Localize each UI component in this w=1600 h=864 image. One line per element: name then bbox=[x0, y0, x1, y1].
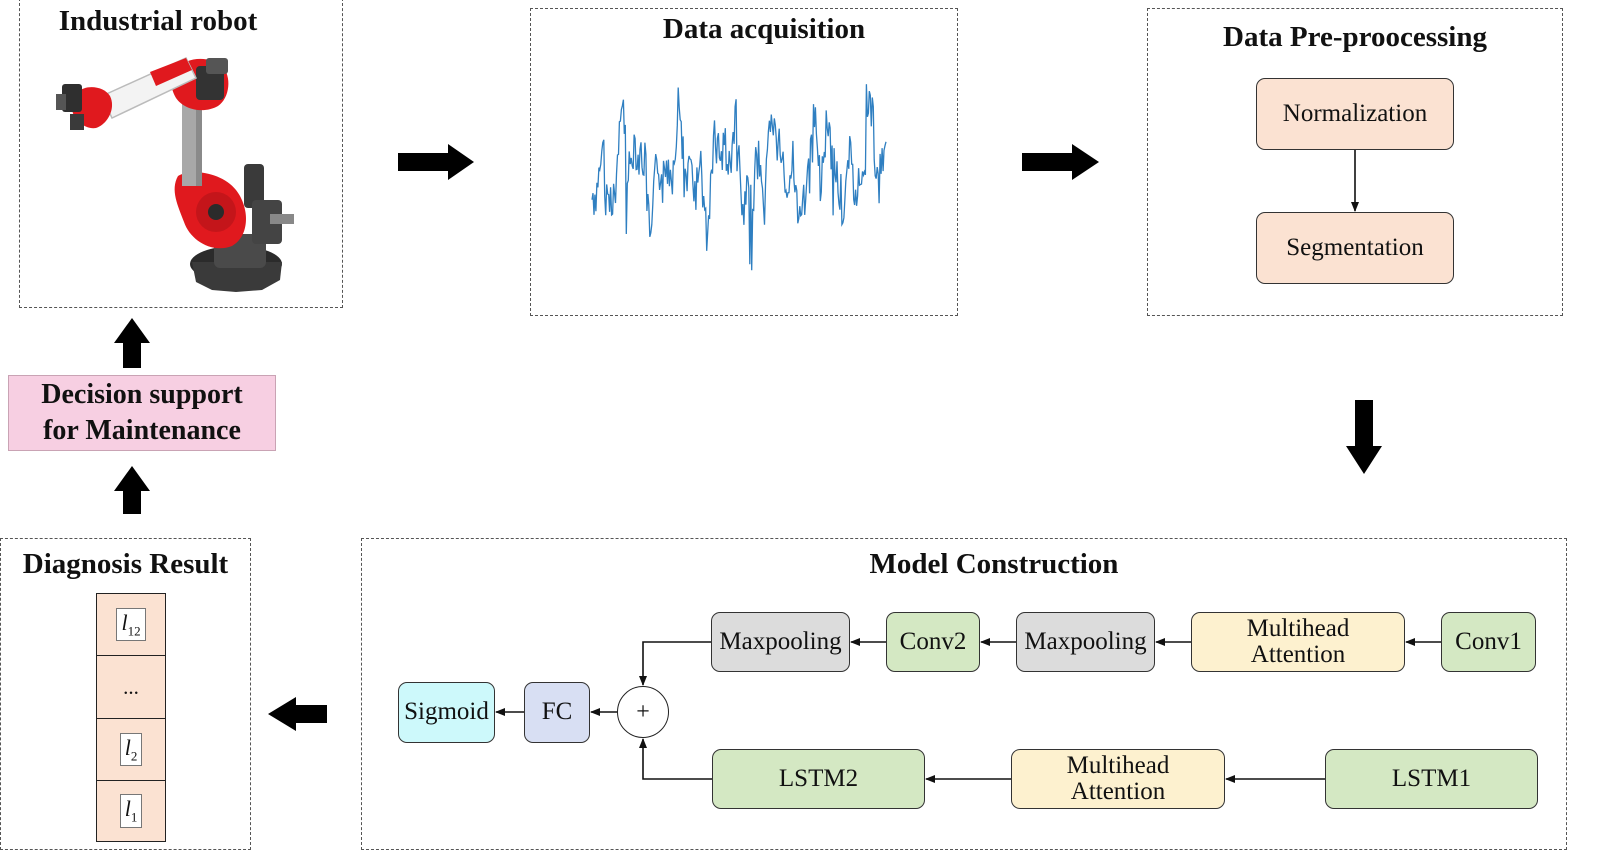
block-arrow-left-icon bbox=[268, 697, 327, 731]
conv1-block: Conv1 bbox=[1441, 612, 1536, 672]
normalization-block: Normalization bbox=[1256, 78, 1454, 150]
model-construction-title: Model Construction bbox=[869, 548, 1119, 580]
block-arrow-right-icon-2 bbox=[1022, 144, 1099, 180]
diagnosis-result-title: Diagnosis Result bbox=[22, 548, 229, 580]
block-arrow-up-icon-1 bbox=[114, 318, 150, 368]
label-l1: l1 bbox=[119, 794, 143, 828]
data-acquisition-panel: Data acquisition bbox=[530, 8, 958, 316]
data-acquisition-title: Data acquisition bbox=[662, 13, 866, 45]
label-l12: l12 bbox=[116, 607, 146, 642]
model-construction-panel: Model Construction bbox=[361, 538, 1567, 850]
decision-support-box: Decision support for Maintenance bbox=[8, 375, 276, 451]
data-preprocessing-panel: Data Pre-proocessing bbox=[1147, 8, 1563, 316]
multihead-attention-bottom-block: Multihead Attention bbox=[1011, 749, 1225, 809]
diagnosis-result-panel: Diagnosis Result bbox=[0, 538, 251, 850]
segmentation-block: Segmentation bbox=[1256, 212, 1454, 284]
block-arrow-right-icon-1 bbox=[398, 144, 474, 180]
block-arrow-up-icon-2 bbox=[114, 466, 150, 514]
sigmoid-block: Sigmoid bbox=[398, 682, 495, 743]
industrial-robot-panel: Industrial robot bbox=[19, 0, 343, 308]
fc-block: FC bbox=[524, 682, 590, 743]
lstm1-block: LSTM1 bbox=[1325, 749, 1538, 809]
sum-node: + bbox=[617, 686, 669, 738]
block-arrow-down-icon bbox=[1346, 400, 1382, 474]
maxpooling-block-2: Maxpooling bbox=[711, 612, 850, 672]
diagnosis-cell-l2: l2 bbox=[96, 718, 166, 781]
conv2-block: Conv2 bbox=[886, 612, 980, 672]
diagnosis-cell-l12: l12 bbox=[96, 593, 166, 656]
industrial-robot-title: Industrial robot bbox=[58, 5, 258, 37]
diagnosis-cell-l1: l1 bbox=[96, 780, 166, 842]
maxpooling-block-1: Maxpooling bbox=[1016, 612, 1155, 672]
multihead-attention-top-block: Multihead Attention bbox=[1191, 612, 1405, 672]
lstm2-block: LSTM2 bbox=[712, 749, 925, 809]
diagnosis-cell-ellipsis: ... bbox=[96, 655, 166, 719]
data-preprocessing-title: Data Pre-proocessing bbox=[1223, 21, 1487, 53]
label-l2: l2 bbox=[119, 732, 143, 767]
